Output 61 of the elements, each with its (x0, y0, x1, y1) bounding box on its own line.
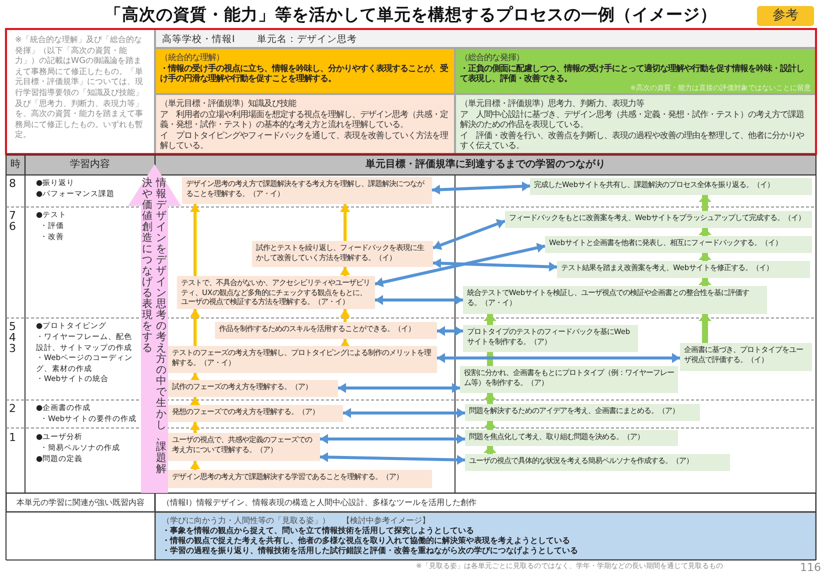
unit-heading: 高等学校・情報Ⅰ (162, 33, 235, 46)
arrow (702, 253, 708, 261)
unit-heading: 単元名：デザイン思考 (256, 33, 357, 46)
double-arrow (320, 435, 465, 443)
lesson-number: 4 (9, 332, 16, 343)
double-arrow (437, 354, 680, 362)
lesson-number: 1 (9, 432, 16, 443)
lesson-number: 6 (9, 221, 16, 232)
arrow (191, 461, 199, 470)
arrow (486, 421, 494, 430)
double-arrow (432, 259, 558, 271)
arrow (702, 228, 708, 236)
prior-learning-text: （情報Ⅰ）情報デザイン、情報表現の構造と人間中心設計、多様なツールを活用した創作 (162, 497, 476, 509)
section-heading: （単元目標・評価規準）思考力、判断力、表現力等 (460, 98, 644, 108)
arrow (702, 195, 708, 211)
double-arrow (343, 409, 465, 417)
arrow (702, 278, 708, 286)
arrow (341, 339, 349, 347)
column-header: 時 (10, 158, 20, 172)
lesson-number: 5 (9, 321, 16, 332)
lesson-number: 7 (9, 210, 16, 221)
double-arrow (437, 327, 463, 335)
criterion-text: イ 評価・改善を行い、改善点を判断し、表現の過程や改善の理由を整理して、他者に分かりやすく伝えている。 (460, 130, 805, 150)
double-arrow (320, 453, 466, 464)
arrow (486, 352, 494, 366)
double-arrow (374, 244, 546, 286)
criterion-text: ア 利用者の立場や利用場面を想定する視点を理解し、デザイン思考（共感・定義・発想・試作・テスト）の基本的な考え方と流れを理解している。 (160, 108, 449, 130)
lesson-number: 3 (9, 343, 16, 354)
goal-statement: ・情報の受け手の視点に立ち、情報を吟味し、分かりやすく表現することが、受け手の円滑な理解や行動を促すことを理解する。 (160, 62, 450, 84)
double-arrow (338, 384, 460, 392)
arrow (191, 397, 199, 405)
vertical-text: 情報デザインをデザイン思考の考え方の中で生かし、課題解決や価値創造につなげる表現をする (141, 178, 168, 475)
reference-badge: 参考 (757, 6, 814, 26)
double-arrow (432, 182, 530, 194)
section-heading: （統合的な理解） (160, 52, 224, 62)
arrow (341, 204, 349, 241)
arrow (191, 204, 199, 276)
arrow (341, 267, 349, 276)
column-header: 単元目標・評価規準に到達するまでの学習のつながり (366, 158, 606, 172)
lesson-number: 8 (9, 178, 16, 189)
criterion-text: ア 人間中心設計に基づき、デザイン思考（共感・定義・発想・試作・テスト）の考え方で課題解決のための作品を表現している。 (460, 108, 805, 130)
arrow (341, 309, 349, 322)
double-arrow (432, 220, 506, 250)
arrow (191, 309, 199, 346)
section-heading: （単元目標・評価規準）知識及び技能 (160, 98, 296, 108)
arrow (486, 446, 494, 454)
page-number: 116 (800, 562, 821, 574)
goal-statement: ・正負の側面に配慮しつつ、情報の受け手にとって適切な理解や行動を促す情報を吟味・設計して表現し、評価・改善できる。 (460, 62, 805, 84)
arrow (191, 373, 199, 381)
arrow (486, 314, 494, 325)
lesson-number: 2 (9, 403, 16, 414)
column-header: 学習内容 (70, 158, 110, 172)
section-heading: （総合的な発揮） (460, 52, 524, 62)
arrow (486, 393, 494, 404)
row-header: 本単元の学習に関連が強い既習内容 (16, 497, 144, 508)
arrow (702, 314, 708, 343)
title: 「高次の資質・能力」等を活かして単元を構想するプロセスの一例（イメージ） (105, 5, 717, 25)
double-arrow (375, 296, 463, 304)
note-text: ※「統合的な理解」及び「総合的な発揮」（以下「高次の資質・能力」）の記載はWGの御議論を踏まえて事務局にて修正したもの。「単元目標・評価規準」については、現行学習指導要領の「知識及び技能」及び「思考力、判断力、表現力等」を、高次の資質・能力を踏まえて事務局にて修正したもの。いずれも暫定。 (15, 34, 144, 140)
arrow (191, 422, 199, 433)
criterion-text: イ プロトタイピングやフィードバックを通して、表現を改善していく方法を理解している。 (160, 130, 450, 150)
